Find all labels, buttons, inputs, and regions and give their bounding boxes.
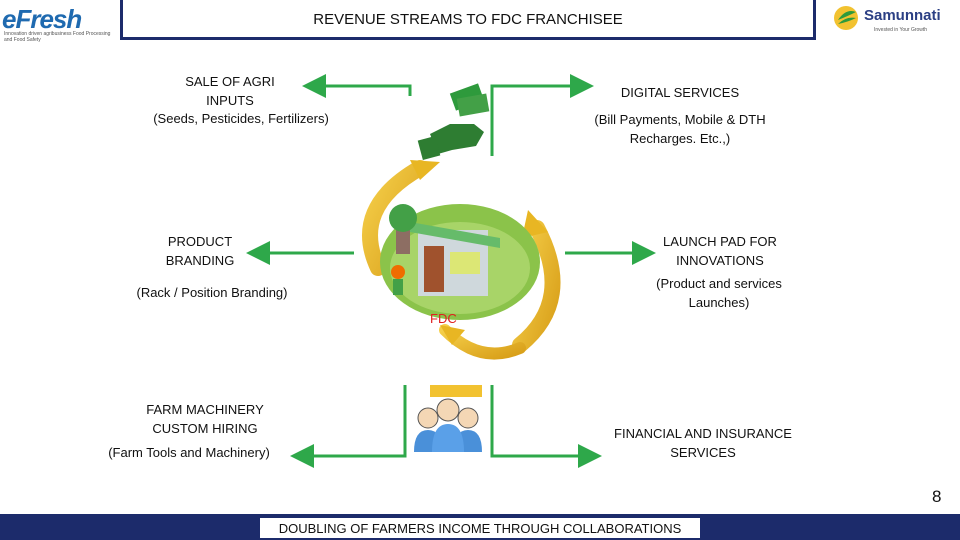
- efresh-tagline: Innovation driven agribusiness Food Proc…: [4, 31, 111, 43]
- digital-services-title: DIGITAL SERVICES: [620, 85, 740, 100]
- farmers-group-icon: [414, 385, 482, 452]
- arrow-farm-machinery: [290, 385, 407, 468]
- cycle-arrows: [362, 160, 561, 360]
- farm-machinery-title-line1: FARM MACHINERY: [146, 402, 264, 417]
- header-bar: [120, 0, 816, 40]
- samunnati-tagline: Invested in Your Growth: [874, 27, 928, 33]
- samunnati-logo-text: Samunnati: [864, 7, 941, 24]
- footer-banner: [258, 516, 702, 540]
- launch-pad-title: LAUNCH PAD FOR INNOVATIONS: [646, 232, 794, 270]
- sale-agri-inputs-title: SALE OF AGRI INPUTS: [180, 72, 280, 110]
- money-hand-icon: [417, 83, 490, 160]
- page-title: REVENUE STREAMS TO FDC FRANCHISEE: [313, 11, 623, 28]
- farm-machinery-detail: (Farm Tools and Machinery): [108, 445, 270, 460]
- samunnati-leaf-icon: [834, 6, 858, 30]
- launch-pad-detail: (Product and services Launches): [638, 274, 800, 312]
- arrow-financial-insurance: [490, 385, 602, 468]
- fdc-shop-illustration: [380, 204, 540, 320]
- sale-agri-inputs-detail: (Seeds, Pesticides, Fertilizers): [153, 111, 329, 126]
- efresh-logo: eFresh Innovation driven agribusiness Fo…: [0, 0, 118, 43]
- digital-services-detail-line2: Recharges. Etc.,): [629, 131, 731, 146]
- launch-pad-title-line1: LAUNCH PAD FOR: [663, 234, 777, 249]
- financial-insurance-title-line2: SERVICES: [670, 445, 736, 460]
- product-branding-detail: (Rack / Position Branding): [136, 285, 288, 300]
- product-branding-title-line1: PRODUCT: [167, 234, 233, 249]
- sale-agri-inputs-title-line2: INPUTS: [206, 93, 254, 108]
- fdc-label: FDC: [430, 311, 457, 326]
- arrow-sale-agri-inputs: [302, 74, 412, 98]
- connector-arrows: [246, 74, 656, 468]
- product-branding-title-line2: BRANDING: [165, 253, 235, 268]
- sale-agri-inputs-title-line1: SALE OF AGRI: [185, 74, 275, 89]
- farm-machinery-title: FARM MACHINERY CUSTOM HIRING: [130, 400, 280, 438]
- digital-services-detail: (Bill Payments, Mobile & DTH Recharges. …: [568, 110, 792, 148]
- financial-insurance-title-line1: FINANCIAL AND INSURANCE: [614, 426, 792, 441]
- footer-text: DOUBLING OF FARMERS INCOME THROUGH COLLA…: [278, 521, 682, 536]
- farm-machinery-title-line2: CUSTOM HIRING: [152, 421, 258, 436]
- page-number: 8: [932, 487, 942, 506]
- efresh-logo-text: eFresh: [2, 4, 82, 34]
- product-branding-title: PRODUCT BRANDING: [150, 232, 250, 270]
- digital-services-detail-line1: (Bill Payments, Mobile & DTH: [594, 112, 766, 127]
- launch-pad-detail-line1: (Product and services: [656, 276, 782, 291]
- financial-insurance-title: FINANCIAL AND INSURANCE SERVICES: [600, 424, 806, 462]
- launch-pad-title-line2: INNOVATIONS: [676, 253, 764, 268]
- launch-pad-detail-line2: Launches): [688, 295, 750, 310]
- samunnati-logo: Samunnati Invested in Your Growth: [830, 2, 958, 38]
- arrow-digital-services: [490, 74, 594, 156]
